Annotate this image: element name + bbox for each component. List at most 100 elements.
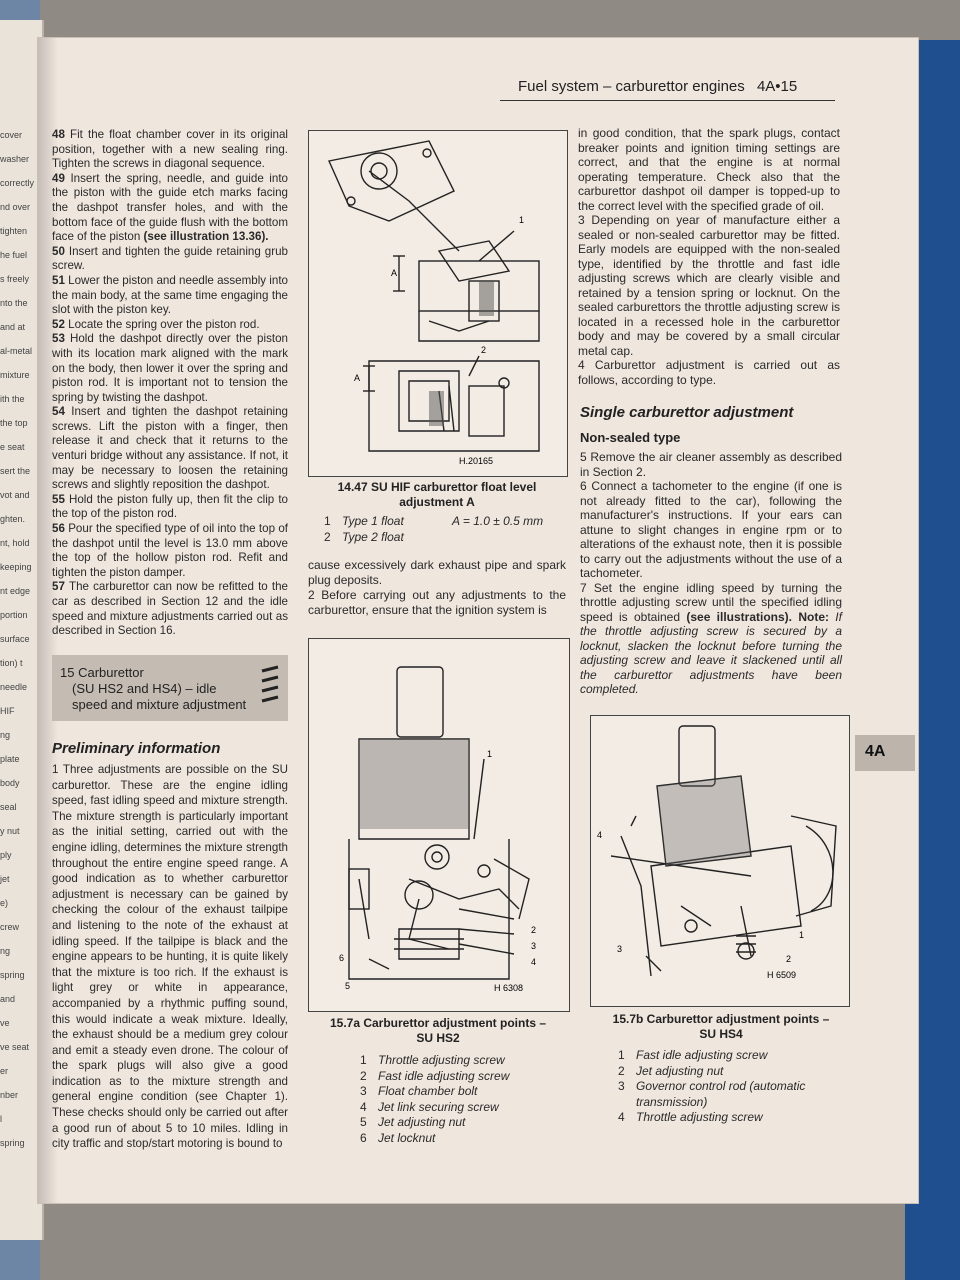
preliminary-paragraph: 1 Three adjustments are possible on the … (52, 763, 288, 1151)
section-15-heading-box: 15 Carburettor (SU HS2 and HS4) – idle s… (52, 655, 288, 721)
fig157b-legend-text: Jet adjusting nut (636, 1063, 724, 1078)
previous-page-fragment: vot and (0, 490, 30, 500)
previous-page-fragment: surface (0, 634, 30, 644)
su-hs2-diagram: 1 2 3 4 5 6 H 6308 (339, 666, 536, 993)
fig1447-caption: 14.47 SU HIF carburettor float level adj… (308, 480, 566, 510)
para-number: 50 (52, 244, 69, 258)
previous-page-fragment: cover (0, 130, 23, 140)
header-title: Fuel system – carburettor engines (518, 78, 745, 95)
previous-page-fragment: s freely (0, 274, 30, 284)
fig157b-label-2: 2 (786, 954, 791, 964)
previous-page-fragment: sert the (0, 466, 31, 476)
column-3-para-7-a: 7 Set the engine idling speed by turning… (580, 580, 842, 624)
fig157b-legend-num: 3 (618, 1079, 625, 1093)
chapter-tab-4a: 4A (855, 735, 915, 771)
previous-page-fragment: nt edge (0, 586, 31, 596)
fig157a-legend-text: Jet locknut (378, 1130, 436, 1145)
fig157a-label-6: 6 (339, 953, 344, 963)
previous-page-fragment: correctly (0, 178, 35, 188)
fig157a-legend-num: 2 (360, 1068, 367, 1083)
para-number: 56 (52, 522, 69, 536)
fig157b-label-4: 4 (597, 830, 602, 840)
previous-page-fragment: nd over (0, 202, 31, 212)
previous-page-fragment: nt, hold (0, 538, 30, 548)
column-1-para-53: 53 Hold the dashpot directly over the pi… (52, 332, 288, 405)
previous-page-fragment: he fuel (0, 250, 28, 260)
column-1-para-56: 56 Pour the specified type of oil into t… (52, 522, 288, 580)
fig1447-label-1: 1 (519, 215, 524, 225)
previous-page-fragment: washer (0, 154, 30, 164)
previous-page-fragment: spring (0, 970, 25, 980)
fig157a-label-3: 3 (531, 941, 536, 951)
previous-page-fragment: ve (0, 1018, 10, 1028)
previous-page-fragment: e seat (0, 442, 25, 452)
fig157a-caption-line2: SU HS2 (416, 1031, 460, 1045)
fig1447-code: H.20165 (459, 456, 493, 466)
previous-page-fragment: ng (0, 730, 11, 740)
note-text: If the throttle adjusting screw is secur… (580, 609, 842, 697)
previous-page-fragment: seal (0, 802, 17, 812)
para-text: The carburettor can now be refitted to t… (52, 580, 288, 638)
fig157a-label-4: 4 (531, 957, 536, 967)
para-reference: (see illustration 13.36). (143, 230, 269, 244)
previous-page-fragment: nto the (0, 298, 28, 308)
fig157a-legend-item-2: 2 Fast idle adjusting screw (360, 1069, 570, 1085)
preliminary-heading: Preliminary information (52, 740, 221, 757)
fig157a-label-1: 1 (487, 749, 492, 759)
fig157a-legend-text: Jet link securing screw (378, 1099, 499, 1114)
para-text: Insert and tighten the dashpot retaining… (52, 405, 288, 492)
previous-page-fragment: l (0, 1114, 2, 1124)
fig1447-label-a2: A (354, 373, 360, 383)
previous-page-fragment: needle (0, 682, 28, 692)
column-1-para-57: 57 The carburettor can now be refitted t… (52, 580, 288, 638)
section-15-title: 15 Carburettor (SU HS2 and HS4) – idle s… (60, 665, 246, 713)
para-text: Lower the piston and needle assembly int… (52, 273, 288, 317)
para-number: 53 (52, 332, 70, 346)
figure-15-7a: 1 2 3 4 5 6 H 6308 (308, 638, 570, 1012)
fig1447-legend-num-2: 2 (324, 529, 331, 544)
para-number: 49 (52, 171, 71, 185)
previous-page-fragment: plate (0, 754, 20, 764)
column-3-para-7: 7 Set the engine idling speed by turning… (580, 581, 842, 697)
previous-page-fragment: portion (0, 610, 28, 620)
fig157b-legend-item-4: transmission) (618, 1095, 850, 1111)
fig157a-code: H 6308 (494, 983, 523, 993)
previous-page-fragment: jet (0, 874, 10, 884)
fig157a-legend-num: 6 (360, 1130, 367, 1145)
previous-page-fragment: and (0, 994, 16, 1004)
fig157b-caption-line2: SU HS4 (699, 1027, 743, 1041)
previous-page-fragment: y nut (0, 826, 20, 836)
previous-page-fragment: er (0, 1066, 9, 1076)
column-1-para-52: 52 Locate the spring over the piston rod… (52, 318, 288, 333)
para-text: Pour the specified type of oil into the … (52, 522, 288, 579)
section-15-line3: speed and mixture adjustment (72, 697, 247, 712)
su-hs4-diagram: 1 2 3 4 H 6509 (597, 725, 837, 980)
fig157b-legend-num: 2 (618, 1063, 625, 1078)
fig157a-legend-num: 1 (360, 1053, 367, 1067)
para-number: 55 (52, 492, 69, 506)
fig157b-caption-line1: 15.7b Carburettor adjustment points – (612, 1012, 830, 1026)
previous-page-fragment: ply (0, 850, 12, 860)
previous-page-fragment: crew (0, 922, 20, 932)
section-15-line2: (SU HS2 and HS4) – idle (72, 681, 217, 696)
fig157a-legend-text: Fast idle adjusting screw (378, 1068, 510, 1083)
chapter-tab-label: 4A (865, 743, 886, 760)
column-1-para-49: 49 Insert the spring, needle, and guide … (52, 172, 288, 245)
fig1447-formula: A = 1.0 ± 0.5 mm (452, 514, 544, 528)
para-number: 54 (52, 405, 72, 419)
fig157b-legend-item-2: 2 Jet adjusting nut (618, 1064, 850, 1080)
column-1-para-55: 55 Hold the piston fully up, then fit th… (52, 493, 288, 522)
fig1447-caption-line2: adjustment A (399, 495, 475, 509)
previous-page-fragment: ve seat (0, 1042, 30, 1052)
column-3-para-6: 6 Connect a tachometer to the engine (if… (580, 479, 842, 580)
fig157a-legend-text: Throttle adjusting screw (378, 1053, 505, 1067)
fig157a-legend: 1 Throttle adjusting screw 2 Fast idle adju… (360, 1053, 570, 1146)
column-2-para-1: cause excessively dark exhaust pipe and … (308, 558, 566, 587)
column-2-text: cause excessively dark exhaust pipe and … (308, 558, 566, 618)
column-1-para-50: 50 Insert and tighten the guide retainin… (52, 245, 288, 274)
single-carb-heading: Single carburettor adjustment (580, 404, 794, 421)
